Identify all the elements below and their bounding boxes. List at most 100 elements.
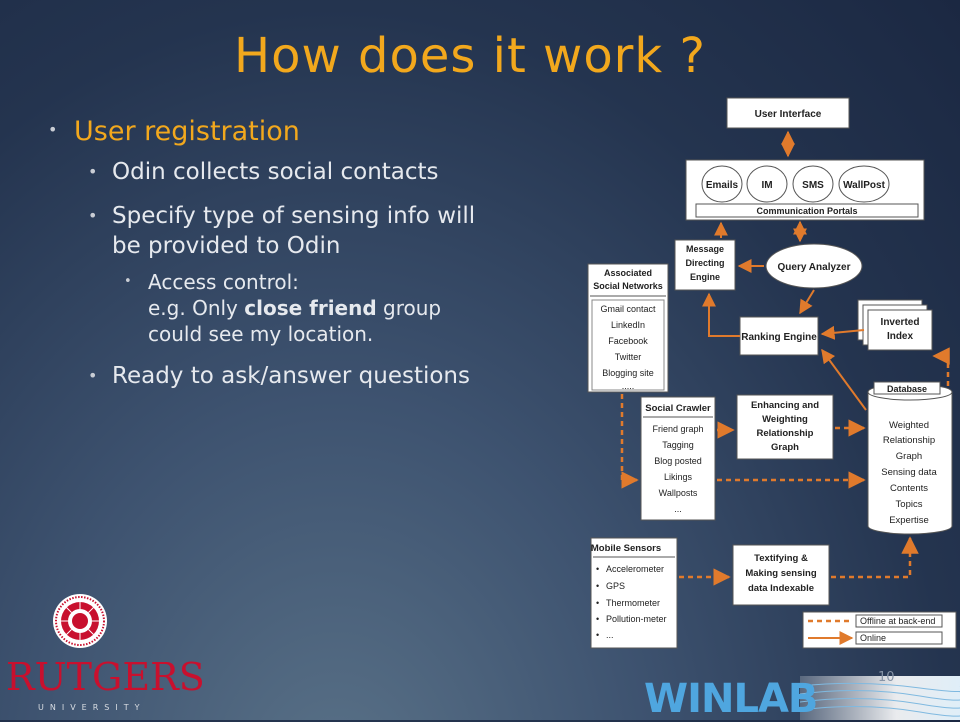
bullet-user-registration: User registration: [48, 116, 570, 147]
bullet-specify-sensing: Specify type of sensing info will be pro…: [88, 201, 570, 261]
crawler-item: ...: [674, 504, 682, 514]
sensor-bullet: •: [596, 564, 599, 574]
enhancing-line1: Enhancing and: [751, 400, 819, 411]
communication-portals-label: Communication Portals: [756, 206, 857, 216]
bullet-specify-line1: Specify type of sensing info will: [112, 203, 476, 229]
arrow-index-ranking: [820, 325, 865, 340]
im-circle: [746, 165, 788, 203]
associated-header-line2: Social Networks: [593, 281, 663, 291]
im-label: IM: [761, 180, 772, 191]
database-cylinder: [867, 392, 953, 535]
wallpost-circle: [838, 165, 890, 203]
bullet-access-bold: close friend: [244, 296, 377, 320]
associated-header-line1: Associated: [604, 268, 652, 278]
textifying-box: [732, 544, 830, 606]
mobile-sensors-box: [590, 537, 678, 649]
associated-item: Twitter: [615, 352, 642, 362]
page-number: 10: [878, 670, 895, 685]
sensor-item: ...: [606, 630, 614, 640]
arrow-networks-crawler: [620, 394, 639, 489]
ranking-engine-label: Ranking Engine: [741, 332, 817, 343]
textifying-line1: Textifying &: [754, 553, 808, 564]
database-item: Weighted: [889, 420, 929, 431]
bullet-access-control: Access control: e.g. Only close friend g…: [124, 269, 570, 347]
textifying-line3: data Indexable: [748, 583, 814, 594]
arrow-textifying-database: [831, 536, 919, 579]
legend-online-box: [855, 631, 943, 645]
slide-title: How does it work ?: [234, 28, 706, 84]
bullet-access-line1: Access control:: [148, 270, 299, 294]
university-wordmark: UNIVERSITY: [38, 703, 146, 712]
database-label: Database: [887, 384, 927, 394]
message-engine-box: [674, 239, 736, 291]
bullet-access-line2-post: group: [376, 296, 442, 320]
sensor-item: Pollution-meter: [606, 614, 667, 624]
arrow-query-ranking: [799, 289, 815, 315]
enhancing-line4: Graph: [771, 442, 799, 453]
legend-offline-label: Offline at back-end: [860, 616, 935, 626]
sms-circle: [792, 165, 834, 203]
sensor-bullet: •: [596, 598, 599, 608]
associated-item: LinkedIn: [611, 320, 645, 330]
associated-item: Blogging site: [602, 368, 654, 378]
query-analyzer-label: Query Analyzer: [778, 262, 851, 273]
associated-item: Facebook: [608, 336, 648, 346]
message-engine-line3: Engine: [690, 272, 720, 282]
enhancing-box: [736, 394, 834, 460]
arrow-database-ranking: [821, 348, 867, 411]
winlab-wordmark: WINLAB: [644, 676, 818, 722]
crawler-item: Friend graph: [652, 424, 703, 434]
legend-online-label: Online: [860, 633, 886, 643]
textifying-line2: Making sensing: [745, 568, 816, 579]
user-interface-box: [726, 97, 850, 129]
arrow-database-index: [932, 347, 950, 386]
winlab-wave-icon: [799, 676, 960, 720]
message-engine-line2: Directing: [685, 258, 724, 268]
inverted-index-box: [867, 309, 933, 351]
database-label-box: [873, 381, 941, 395]
winlab-logo: WINLAB: [640, 676, 960, 722]
enhancing-line3: Relationship: [756, 428, 813, 439]
mobile-sensors-label: Mobile Sensors: [591, 543, 661, 554]
database-item: Expertise: [889, 515, 929, 526]
rutgers-seal-logo: [53, 594, 107, 648]
ranking-engine-box: [739, 316, 819, 356]
bullet-collects-contacts: Odin collects social contacts: [88, 157, 570, 187]
database-item: Sensing data: [881, 467, 937, 478]
sensor-bullet: •: [596, 630, 599, 640]
associated-items-box: [591, 299, 665, 391]
bullet-access-line3: could see my location.: [148, 322, 374, 346]
bullet-list: User registration Odin collects social c…: [40, 112, 570, 391]
query-analyzer-ellipse: [765, 243, 863, 289]
legend-offline-box: [855, 614, 943, 628]
associated-item: Gmail contact: [600, 304, 656, 314]
sensor-item: Accelerometer: [606, 564, 664, 574]
message-engine-line1: Message: [686, 244, 724, 254]
inverted-index-line2: Index: [887, 331, 914, 342]
database-item: Topics: [896, 499, 923, 510]
associated-item: .....: [622, 381, 635, 391]
emails-label: Emails: [706, 180, 739, 191]
sensor-bullet: •: [596, 614, 599, 624]
sensor-item: Thermometer: [606, 598, 660, 608]
bullet-specify-line2: be provided to Odin: [112, 233, 341, 259]
database-item: Contents: [890, 483, 928, 494]
rutgers-wordmark: RUTGERS: [6, 655, 205, 699]
inverted-index-line1: Inverted: [881, 317, 920, 328]
social-crawler-label: Social Crawler: [645, 403, 711, 414]
bullet-access-line2-pre: e.g. Only: [148, 296, 245, 320]
enhancing-line2: Weighting: [762, 414, 808, 425]
communication-portals-box: [695, 203, 919, 218]
user-interface-label: User Interface: [755, 109, 822, 120]
database-item: Relationship: [883, 435, 935, 446]
crawler-item: Tagging: [662, 440, 694, 450]
emails-circle: [701, 165, 743, 203]
sensor-bullet: •: [596, 581, 599, 591]
crawler-item: Wallposts: [659, 488, 698, 498]
wallpost-label: WallPost: [843, 180, 886, 191]
bullet-ready-to-ask: Ready to ask/answer questions: [88, 361, 570, 391]
arrow-ranking-engine: [702, 292, 740, 337]
database-item: Graph: [896, 451, 922, 462]
sms-label: SMS: [802, 180, 824, 191]
